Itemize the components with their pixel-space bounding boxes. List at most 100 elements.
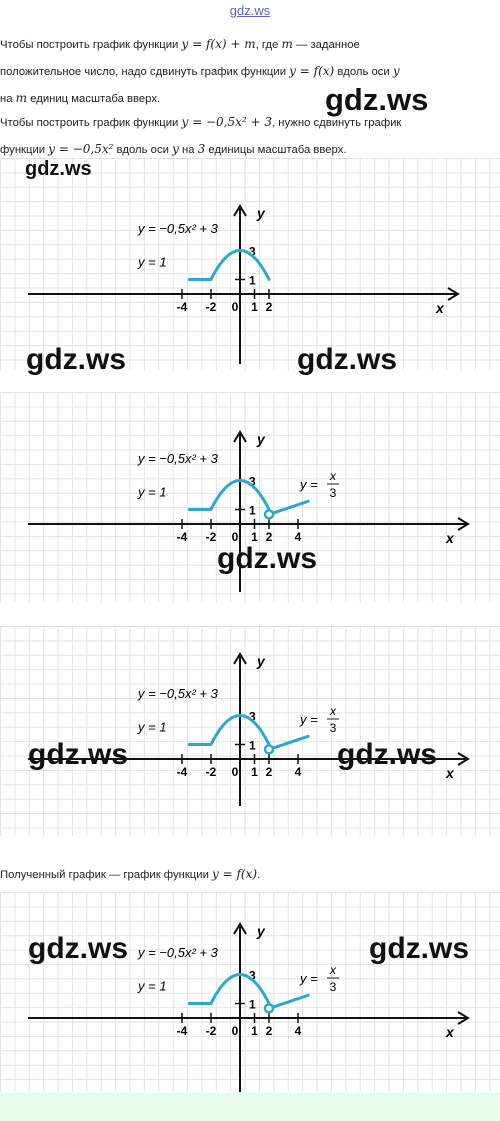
parabola-label: y = −0,5x² + 3 [137,451,219,466]
x-axis-label: x [445,765,455,781]
intro-paragraph-1: Чтобы построить график функции y = f(x) … [0,31,496,112]
y-tick-label-3: 3 [249,245,256,259]
y-tick-label-3: 3 [249,969,256,983]
graph-panel-1 [0,158,500,370]
x-axis-label: x [435,300,445,316]
open-point [263,744,275,755]
x-axis-arrow [457,517,470,531]
y-axis-label: y [256,205,266,221]
x-tick-label: 0 [232,1024,239,1038]
watermark: gdz.ws [325,82,429,117]
fraction-numerator: x [329,704,337,718]
x-tick-label: 4 [295,765,302,779]
y-axis-arrow [233,430,247,443]
x-tick-label: 0 [232,530,239,544]
x-tick-label: -4 [177,530,188,544]
x-tick-label: -2 [206,765,217,779]
y-tick-label-3: 3 [249,475,256,489]
y-axis-arrow [233,652,247,665]
x-axis-label: x [445,530,455,546]
fraction-lhs: y = [299,712,318,727]
fraction-lhs: y = [299,971,318,986]
line-y1-label: y = 1 [137,485,167,500]
intro-paragraph-2: Чтобы построить график функции y = −0,5x… [0,109,496,163]
intro-line-1: Чтобы построить график функции y = f(x) … [0,37,360,51]
x-tick-label: 0 [232,765,239,779]
y-tick-label-1: 1 [249,504,256,518]
parabola-label: y = −0,5x² + 3 [137,945,219,960]
function-curve [187,479,271,511]
y-axis-arrow [233,204,247,217]
x-tick-label: 4 [295,1024,302,1038]
fraction-denominator: 3 [330,486,337,500]
x-tick-label: 1 [251,765,258,779]
y-axis-arrow [233,922,247,935]
x-axis-label: x [445,1024,455,1040]
site-link[interactable]: gdz.ws [229,3,271,18]
conclusion-text: Полученный график — график функции y = f… [0,867,261,881]
x-tick-label: 1 [251,1024,258,1038]
parabola-label: y = −0,5x² + 3 [137,686,219,701]
fraction-numerator: x [329,963,337,977]
line-y1-label: y = 1 [137,720,167,735]
intro-line-4: Чтобы построить график функции y = −0,5x… [0,115,402,129]
x-tick-label: 2 [266,530,273,544]
watermark: gdz.ws [337,738,438,771]
y-tick-label-1: 1 [249,274,256,288]
watermark: gdz.ws [28,738,129,771]
watermark: gdz.ws [28,932,129,965]
fraction-denominator: 3 [330,980,337,994]
y-axis-label: y [256,923,266,939]
linear-branch [271,499,310,515]
intro-line-2: положительное число, надо сдвинуть графи… [0,64,400,78]
x-tick-label: 2 [266,1024,273,1038]
x-axis-arrow [457,752,470,766]
x-tick-label: 2 [266,765,273,779]
function-curve [187,714,271,746]
x-axis-arrow [447,287,460,301]
x-tick-label: 1 [251,300,258,314]
graph-panel-2 [0,392,500,602]
watermark: gdz.ws [217,542,318,575]
graph-panel-3 [0,626,500,836]
x-tick-label: -4 [177,765,188,779]
open-point [263,509,275,520]
bottom-band [0,1093,500,1121]
graph-panel-4 [0,892,500,1092]
function-curve [187,973,271,1005]
x-tick-label: 1 [251,530,258,544]
x-tick-label: -4 [177,300,188,314]
open-point [263,1003,275,1014]
x-tick-label: 2 [266,300,273,314]
line-y1-label: y = 1 [137,979,167,994]
x-tick-label: -2 [206,300,217,314]
y-axis-label: y [256,653,266,669]
linear-branch [271,734,310,750]
line-y1-label: y = 1 [137,255,167,270]
watermark: gdz.ws [297,343,398,376]
watermark: gdz.ws [369,932,470,965]
x-tick-label: -2 [206,530,217,544]
fraction-denominator: 3 [330,721,337,735]
x-tick-label: -2 [206,1024,217,1038]
y-axis-label: y [256,431,266,447]
x-tick-label: 0 [232,300,239,314]
fraction-lhs: y = [299,477,318,492]
fraction-numerator: x [329,469,337,483]
y-tick-label-1: 1 [249,739,256,753]
function-curve [187,249,271,281]
y-tick-label-1: 1 [249,998,256,1012]
intro-line-5: функции y = −0,5x² вдоль оси y на 3 един… [0,142,347,156]
x-tick-label: 4 [295,530,302,544]
x-tick-label: -4 [177,1024,188,1038]
intro-line-3: на m единиц масштаба вверх. [0,91,161,105]
x-axis-arrow [457,1011,470,1025]
watermark: gdz.ws [25,158,92,180]
watermark: gdz.ws [26,343,127,376]
linear-branch [271,993,310,1009]
parabola-label: y = −0,5x² + 3 [137,221,219,236]
